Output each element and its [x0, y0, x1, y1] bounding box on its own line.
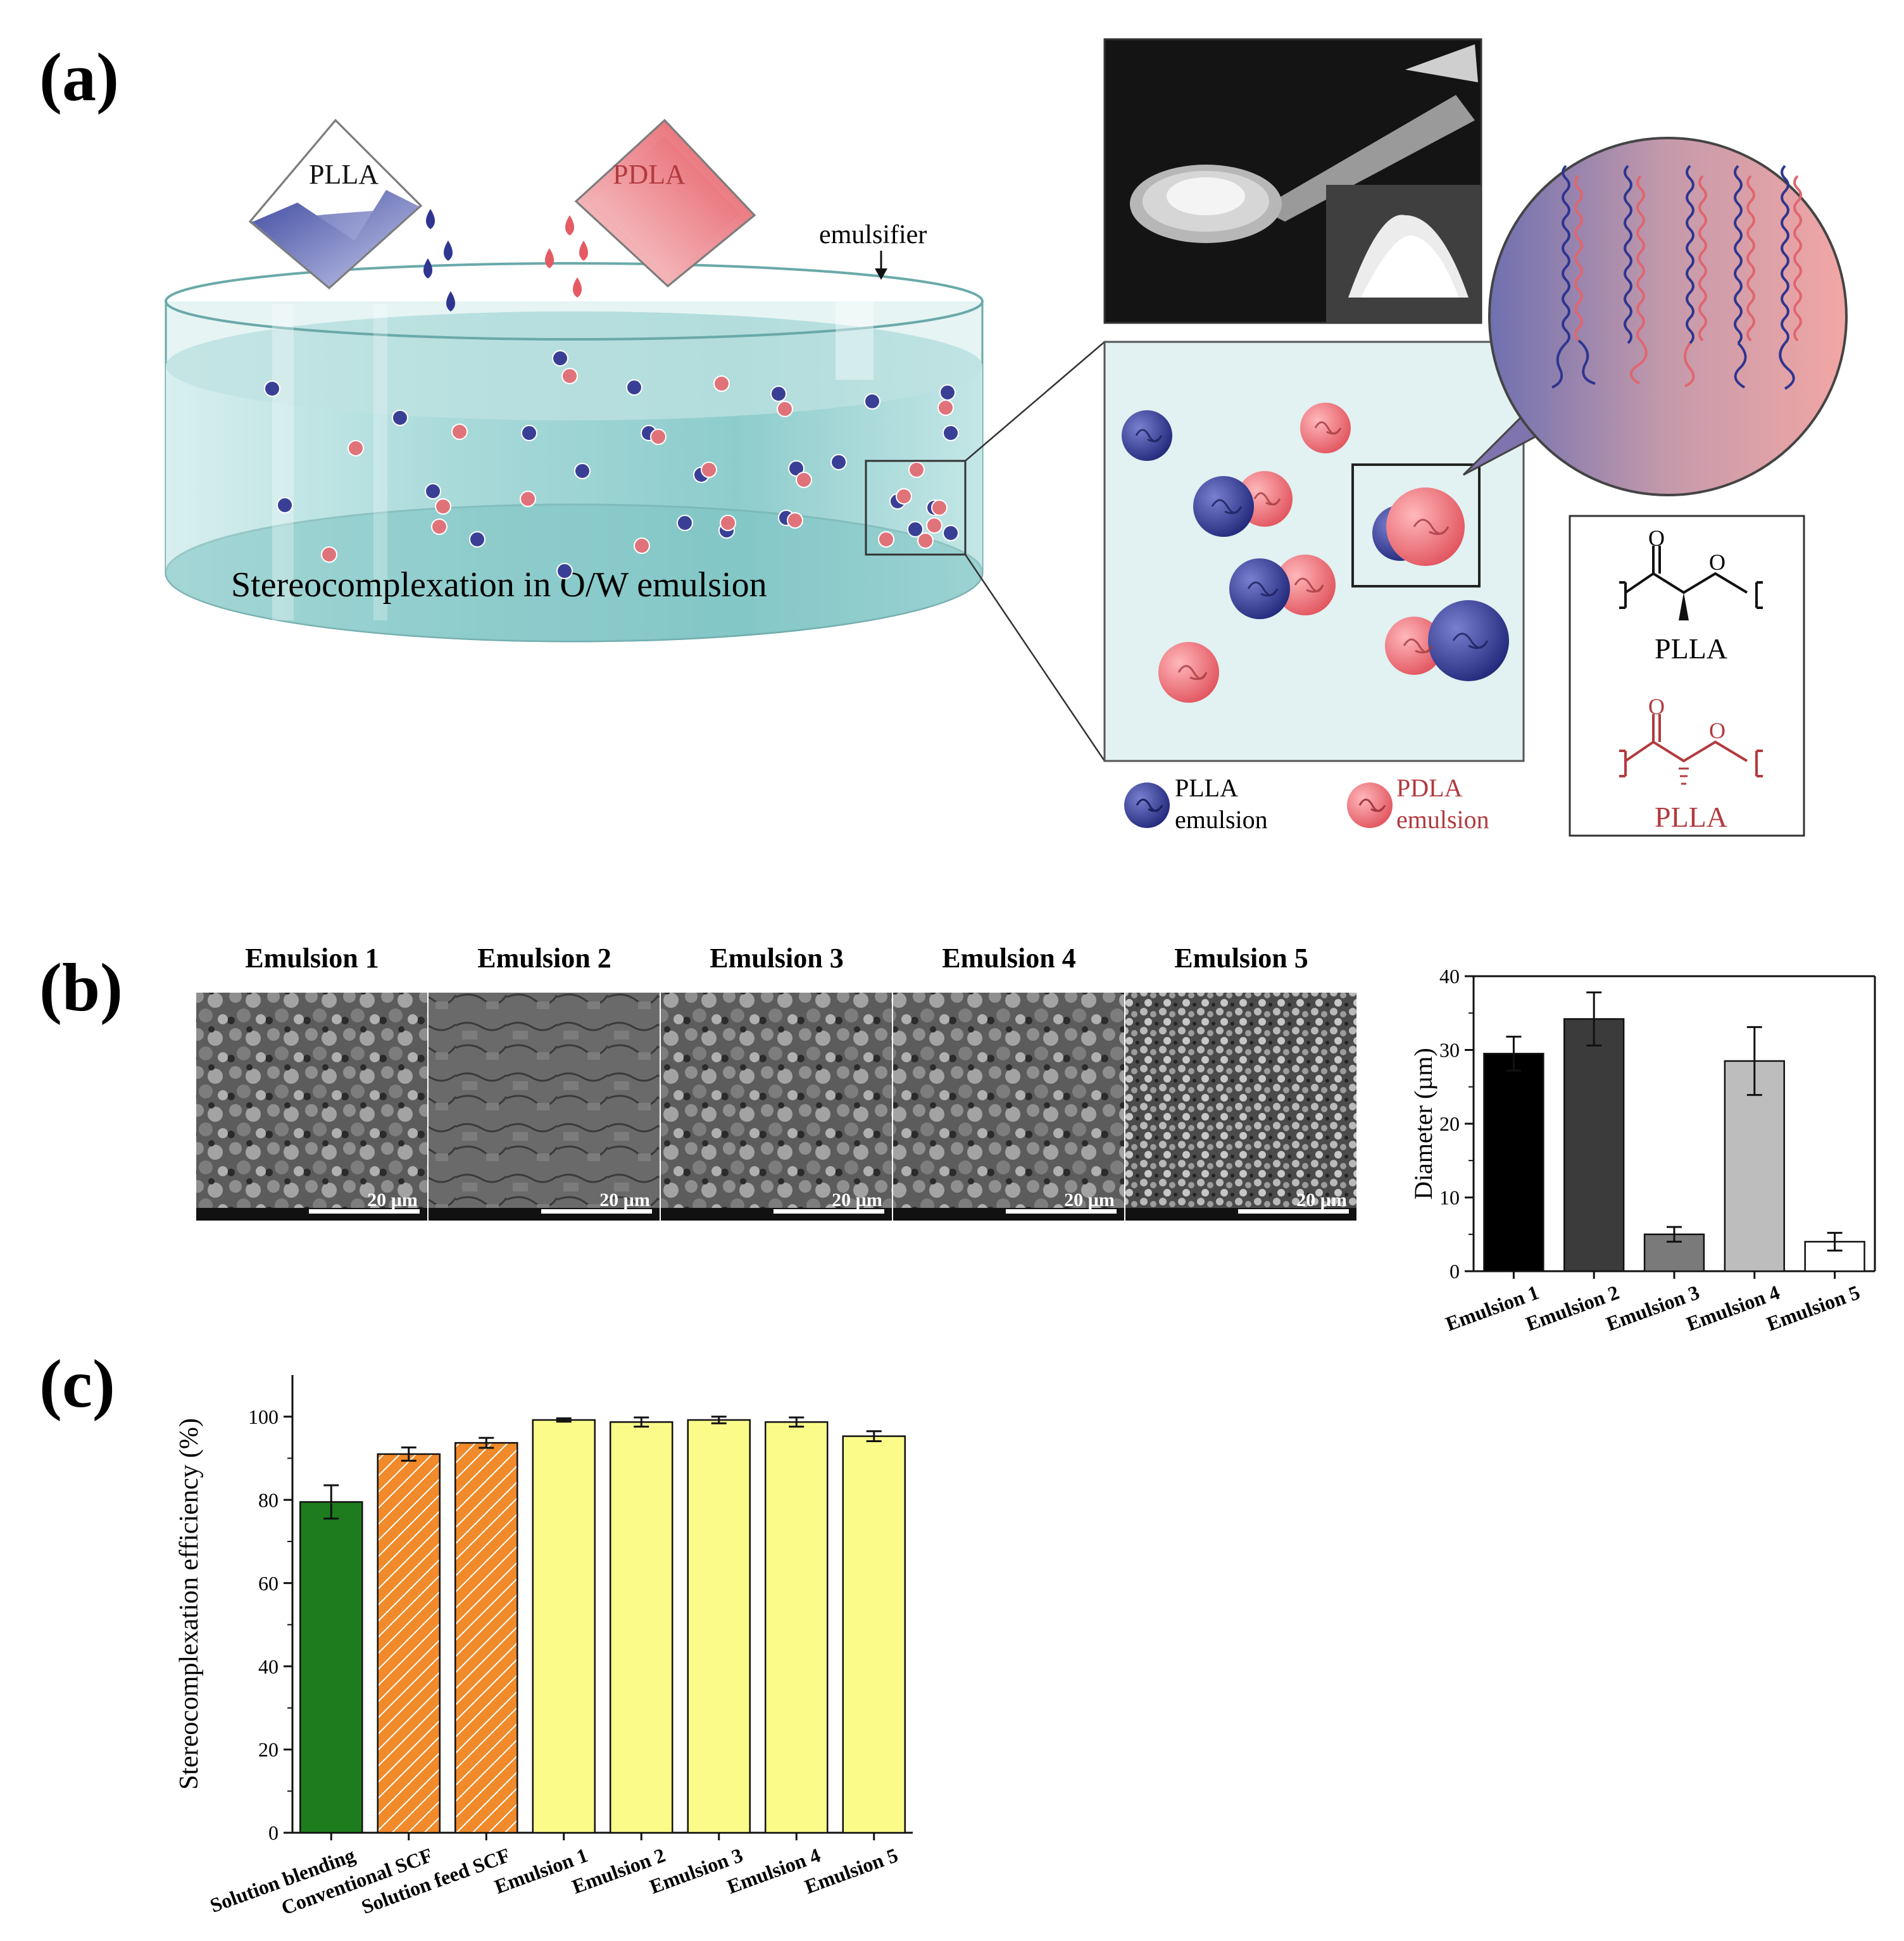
structure-top-oxygen-1: O	[1648, 525, 1665, 551]
legend-plla-line2: emulsion	[1175, 805, 1268, 834]
x-tick-label-5: Emulsion 5	[1763, 1281, 1863, 1335]
sem-title-3: Emulsion 3	[710, 943, 844, 974]
powder-photo	[1103, 38, 1482, 324]
bar-7	[765, 1421, 829, 1834]
legend-plla-line1: PLLA	[1175, 774, 1238, 802]
pdla-drops	[545, 215, 588, 298]
y-tick-label: 40	[258, 1655, 279, 1678]
sem-scale-4: 20 µm	[1064, 1190, 1115, 1210]
y-axis-label: Stereocomplexation efficiency (%)	[175, 1418, 204, 1790]
sem-title-5: Emulsion 5	[1174, 943, 1308, 974]
structure-top-label: PLLA	[1655, 632, 1727, 665]
bar-2	[377, 1453, 441, 1834]
pdla-beaker	[574, 118, 756, 287]
y-tick-label: 0	[1450, 1260, 1460, 1283]
plla-drops	[423, 209, 455, 311]
sem-scale-1: 20 µm	[367, 1190, 418, 1210]
chain-zoom-circle	[1462, 137, 1848, 496]
y-tick-label: 10	[1439, 1186, 1460, 1209]
bar-2	[1563, 1018, 1625, 1272]
structure-top-oxygen-2: O	[1709, 550, 1726, 575]
pdla-beaker-label: PDLA	[613, 159, 686, 190]
y-tick-label: 20	[1439, 1112, 1460, 1135]
structures-box: O O PLLA O O PLLA	[1569, 515, 1805, 837]
plla-beaker-label: PLLA	[309, 159, 379, 190]
sem-scale-5: 20 µm	[1296, 1190, 1347, 1210]
zoom-box-small	[865, 460, 967, 556]
x-tick-label-3: Emulsion 3	[1603, 1281, 1703, 1335]
y-axis-label: Diameter (µm)	[1409, 1048, 1437, 1200]
sem-title-2: Emulsion 2	[477, 943, 611, 974]
y-tick-label: 0	[268, 1821, 279, 1844]
bar-4	[1724, 1060, 1785, 1272]
x-tick-label-4: Emulsion 4	[1683, 1281, 1782, 1335]
dish-droplets	[264, 350, 959, 579]
bar-3	[454, 1442, 518, 1834]
legend-pdla-line2: emulsion	[1396, 805, 1489, 834]
sem-title-4: Emulsion 4	[942, 943, 1076, 974]
y-tick-label: 40	[1439, 965, 1460, 988]
bar-4	[532, 1419, 596, 1834]
emulsion-legend	[1124, 782, 1393, 828]
bar-6	[687, 1419, 751, 1834]
sem-images	[196, 993, 1356, 1221]
panel-b-letter: (b)	[39, 950, 123, 1026]
legend-pdla-line1: PDLA	[1396, 774, 1463, 802]
panel-c-letter: (c)	[39, 1347, 115, 1422]
bar-1	[1483, 1053, 1544, 1272]
y-tick-label: 30	[1439, 1039, 1460, 1062]
emulsifier-label: emulsifier	[819, 220, 927, 249]
structure-bottom-label: PLLA	[1655, 801, 1727, 833]
bar-8	[842, 1435, 906, 1834]
dish-caption: Stereocomplexation in O/W emulsion	[231, 565, 767, 605]
bar-5	[610, 1421, 673, 1834]
panel-a-letter: (a)	[39, 40, 119, 115]
sem-title-1: Emulsion 1	[245, 943, 379, 974]
y-tick-label: 20	[258, 1738, 279, 1761]
y-tick-label: 60	[258, 1572, 279, 1595]
sem-scale-3: 20 µm	[832, 1190, 882, 1210]
zoomed-emulsion-box	[1103, 341, 1525, 762]
structure-bottom-oxygen-2: O	[1709, 718, 1726, 743]
structure-bottom-oxygen-1: O	[1648, 694, 1665, 719]
y-tick-label: 80	[258, 1488, 279, 1511]
y-tick-label: 100	[248, 1405, 279, 1428]
emulsifier-arrow	[875, 251, 887, 280]
sem-scale-2: 20 µm	[599, 1190, 650, 1210]
plla-beaker	[248, 118, 423, 289]
x-tick-label-2: Emulsion 2	[1523, 1281, 1622, 1335]
sem-titles: Emulsion 1 Emulsion 2 Emulsion 3 Emulsio…	[245, 943, 1308, 974]
sem-scale-labels: 20 µm 20 µm 20 µm 20 µm 20 µm	[367, 1190, 1347, 1210]
bar-1	[299, 1501, 363, 1834]
